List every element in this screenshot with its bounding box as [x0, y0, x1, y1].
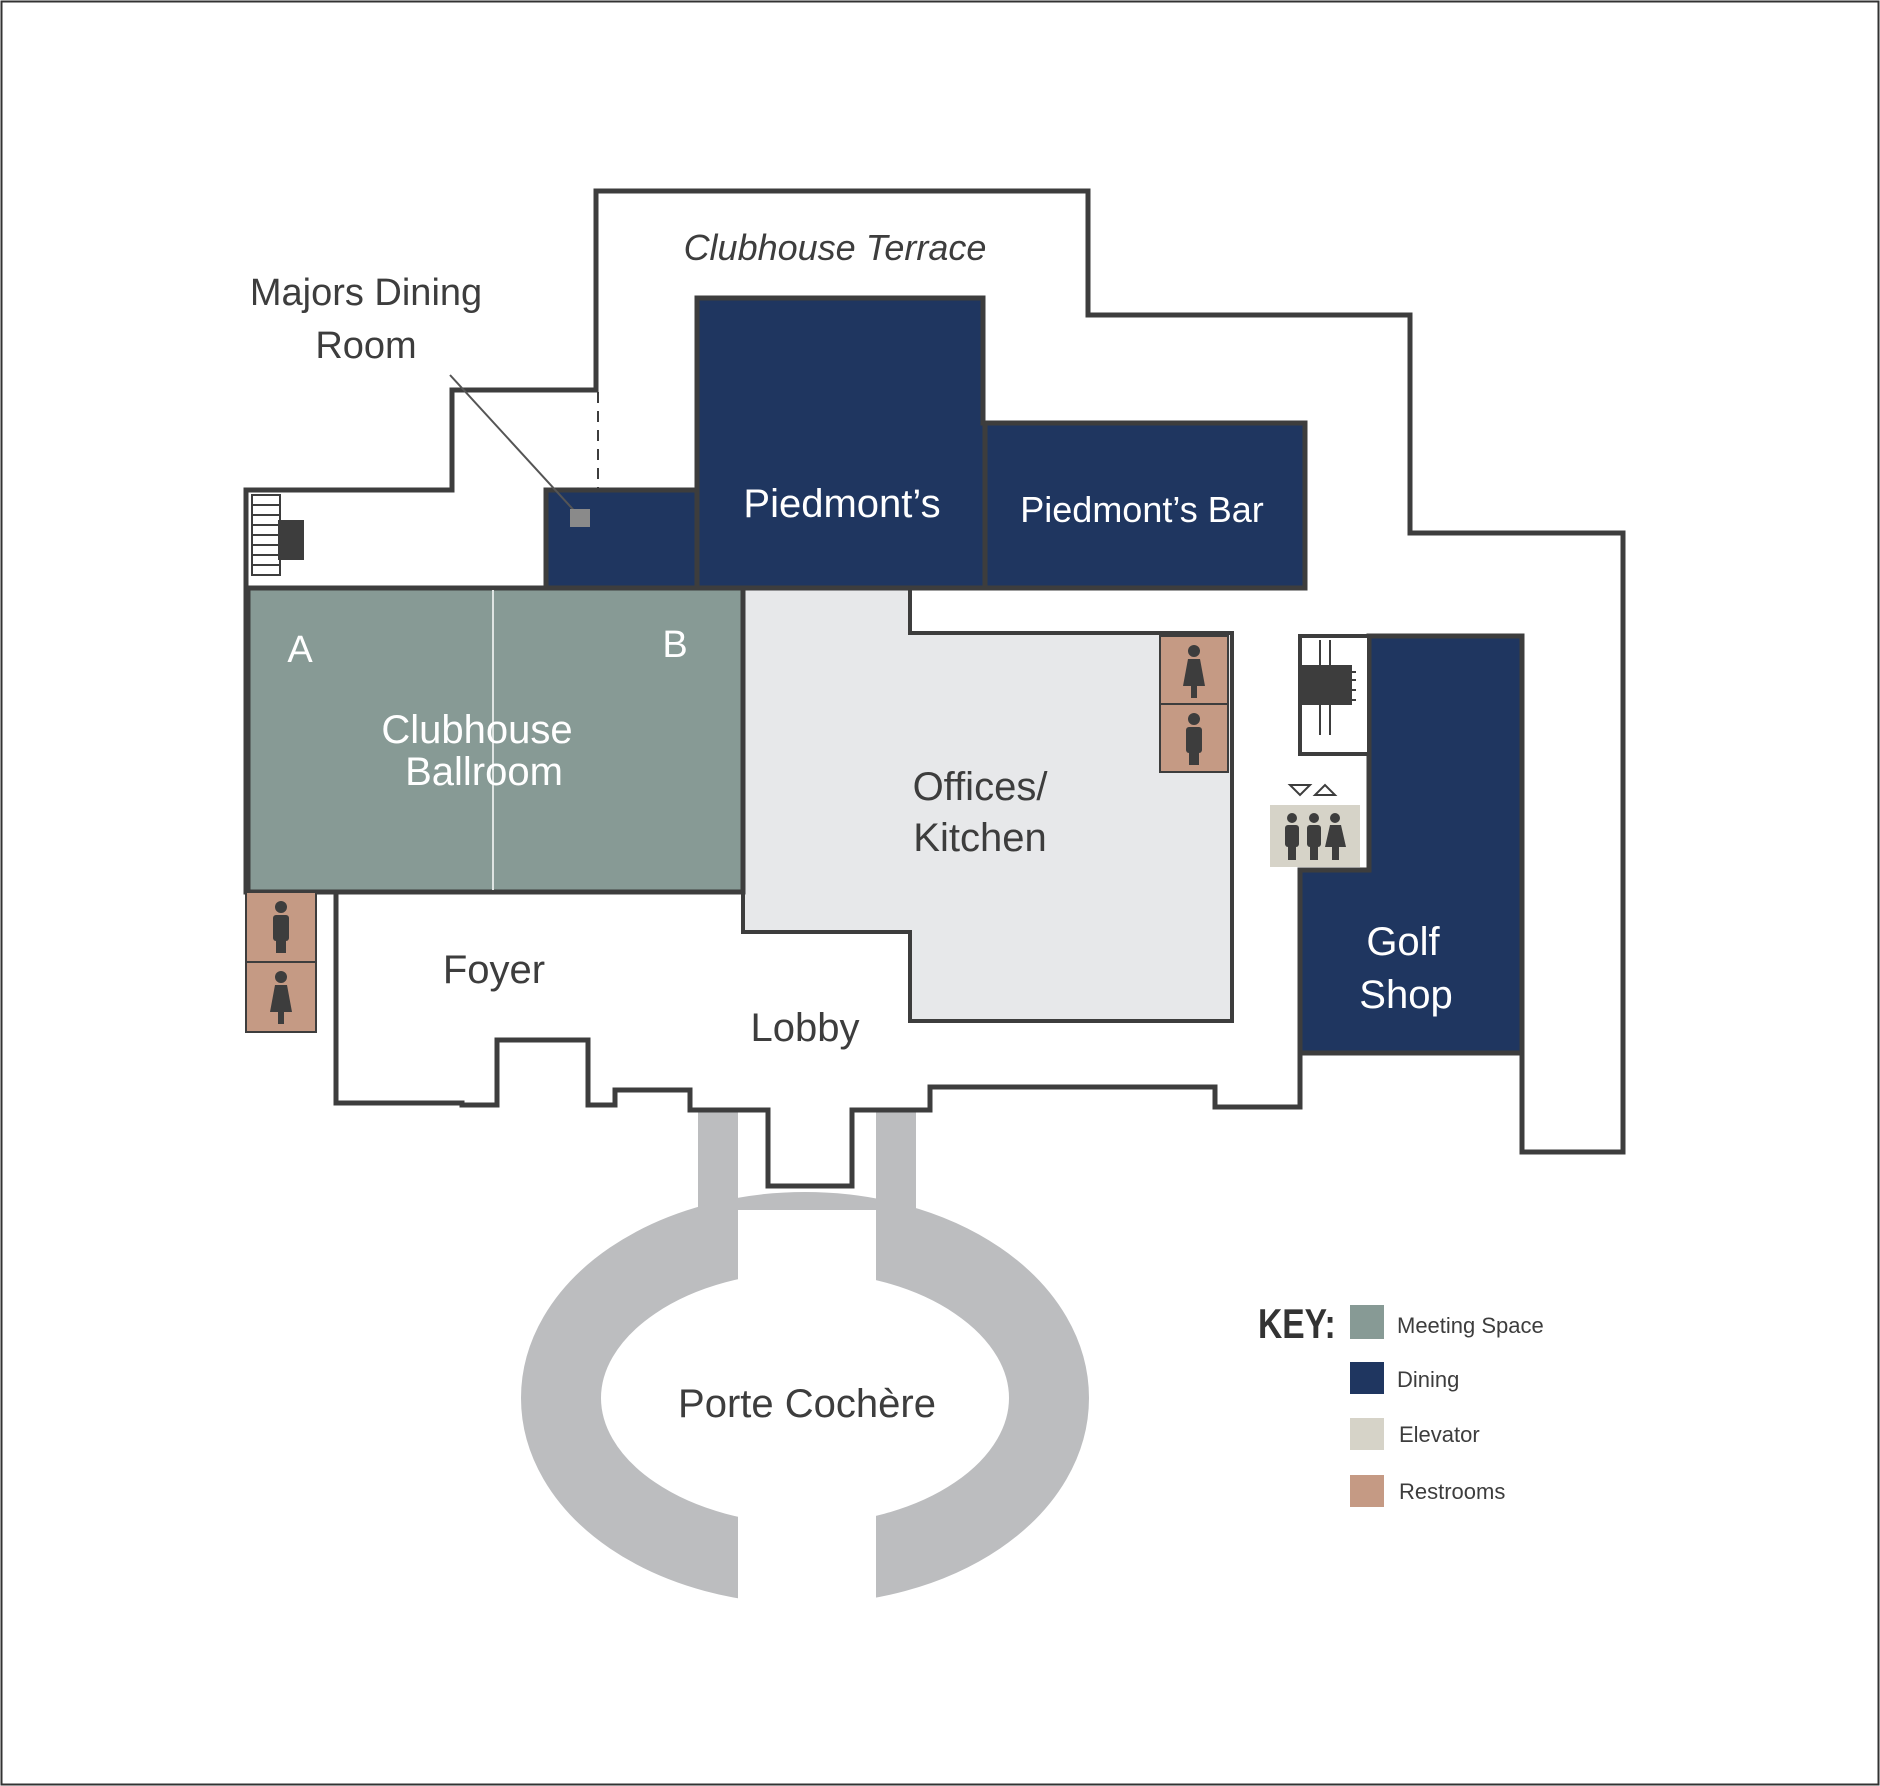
piedmonts-bar-room[interactable] [982, 420, 1308, 591]
key-label-elevator: Elevator [1399, 1422, 1480, 1447]
clubhouse-ballroom[interactable] [245, 585, 746, 895]
map-key: KEY: Meeting Space Dining Elevator Restr… [1258, 1302, 1544, 1507]
restroom-women-icon [270, 971, 292, 1024]
offices-kitchen-room [741, 586, 1234, 1023]
key-swatch-elevator [1350, 1418, 1384, 1450]
majors-label-line1: Majors Dining [250, 272, 482, 314]
key-title: KEY: [1258, 1302, 1336, 1348]
piedmonts-bar-label: Piedmont’s Bar [1020, 489, 1263, 530]
key-label-dining: Dining [1397, 1367, 1459, 1392]
offices-label-line1: Offices/ [913, 765, 1049, 809]
key-swatch-meeting-space [1350, 1305, 1384, 1339]
stairs-icon [1300, 640, 1356, 735]
majors-label-line2: Room [315, 325, 416, 367]
key-label-meeting-space: Meeting Space [1397, 1313, 1544, 1338]
majors-marker [570, 509, 590, 527]
ballroom-b-label: B [662, 624, 687, 666]
ballroom-a-label: A [287, 629, 313, 671]
restroom-men-icon [1186, 713, 1202, 765]
key-swatch-dining [1350, 1362, 1384, 1394]
key-swatch-restrooms [1350, 1475, 1384, 1507]
stairs-icon [251, 494, 304, 576]
restroom-women-icon [1183, 645, 1205, 698]
porte-cochere-driveway [521, 1110, 1089, 1610]
ballroom-label-line2: Ballroom [405, 750, 563, 794]
piedmonts-room[interactable] [694, 295, 988, 591]
lobby-label: Lobby [751, 1006, 860, 1050]
restrooms-ballroom[interactable] [245, 891, 317, 1033]
porte-cochere-label: Porte Cochère [678, 1382, 936, 1426]
golf-shop-room[interactable] [1297, 633, 1525, 1056]
foyer-label: Foyer [443, 948, 545, 992]
restroom-men-icon [273, 901, 289, 953]
piedmonts-label: Piedmont’s [743, 482, 940, 526]
majors-leader-line [449, 374, 581, 518]
ballroom-label-line1: Clubhouse [381, 708, 572, 752]
key-label-restrooms: Restrooms [1399, 1479, 1505, 1504]
elevator-icon[interactable] [1270, 783, 1360, 867]
offices-label-line2: Kitchen [913, 816, 1046, 860]
golf-shop-label-line1: Golf [1366, 920, 1440, 964]
golf-shop-label-line2: Shop [1359, 973, 1452, 1017]
restrooms-offices[interactable] [1159, 635, 1229, 773]
terrace-label: Clubhouse Terrace [684, 227, 987, 268]
